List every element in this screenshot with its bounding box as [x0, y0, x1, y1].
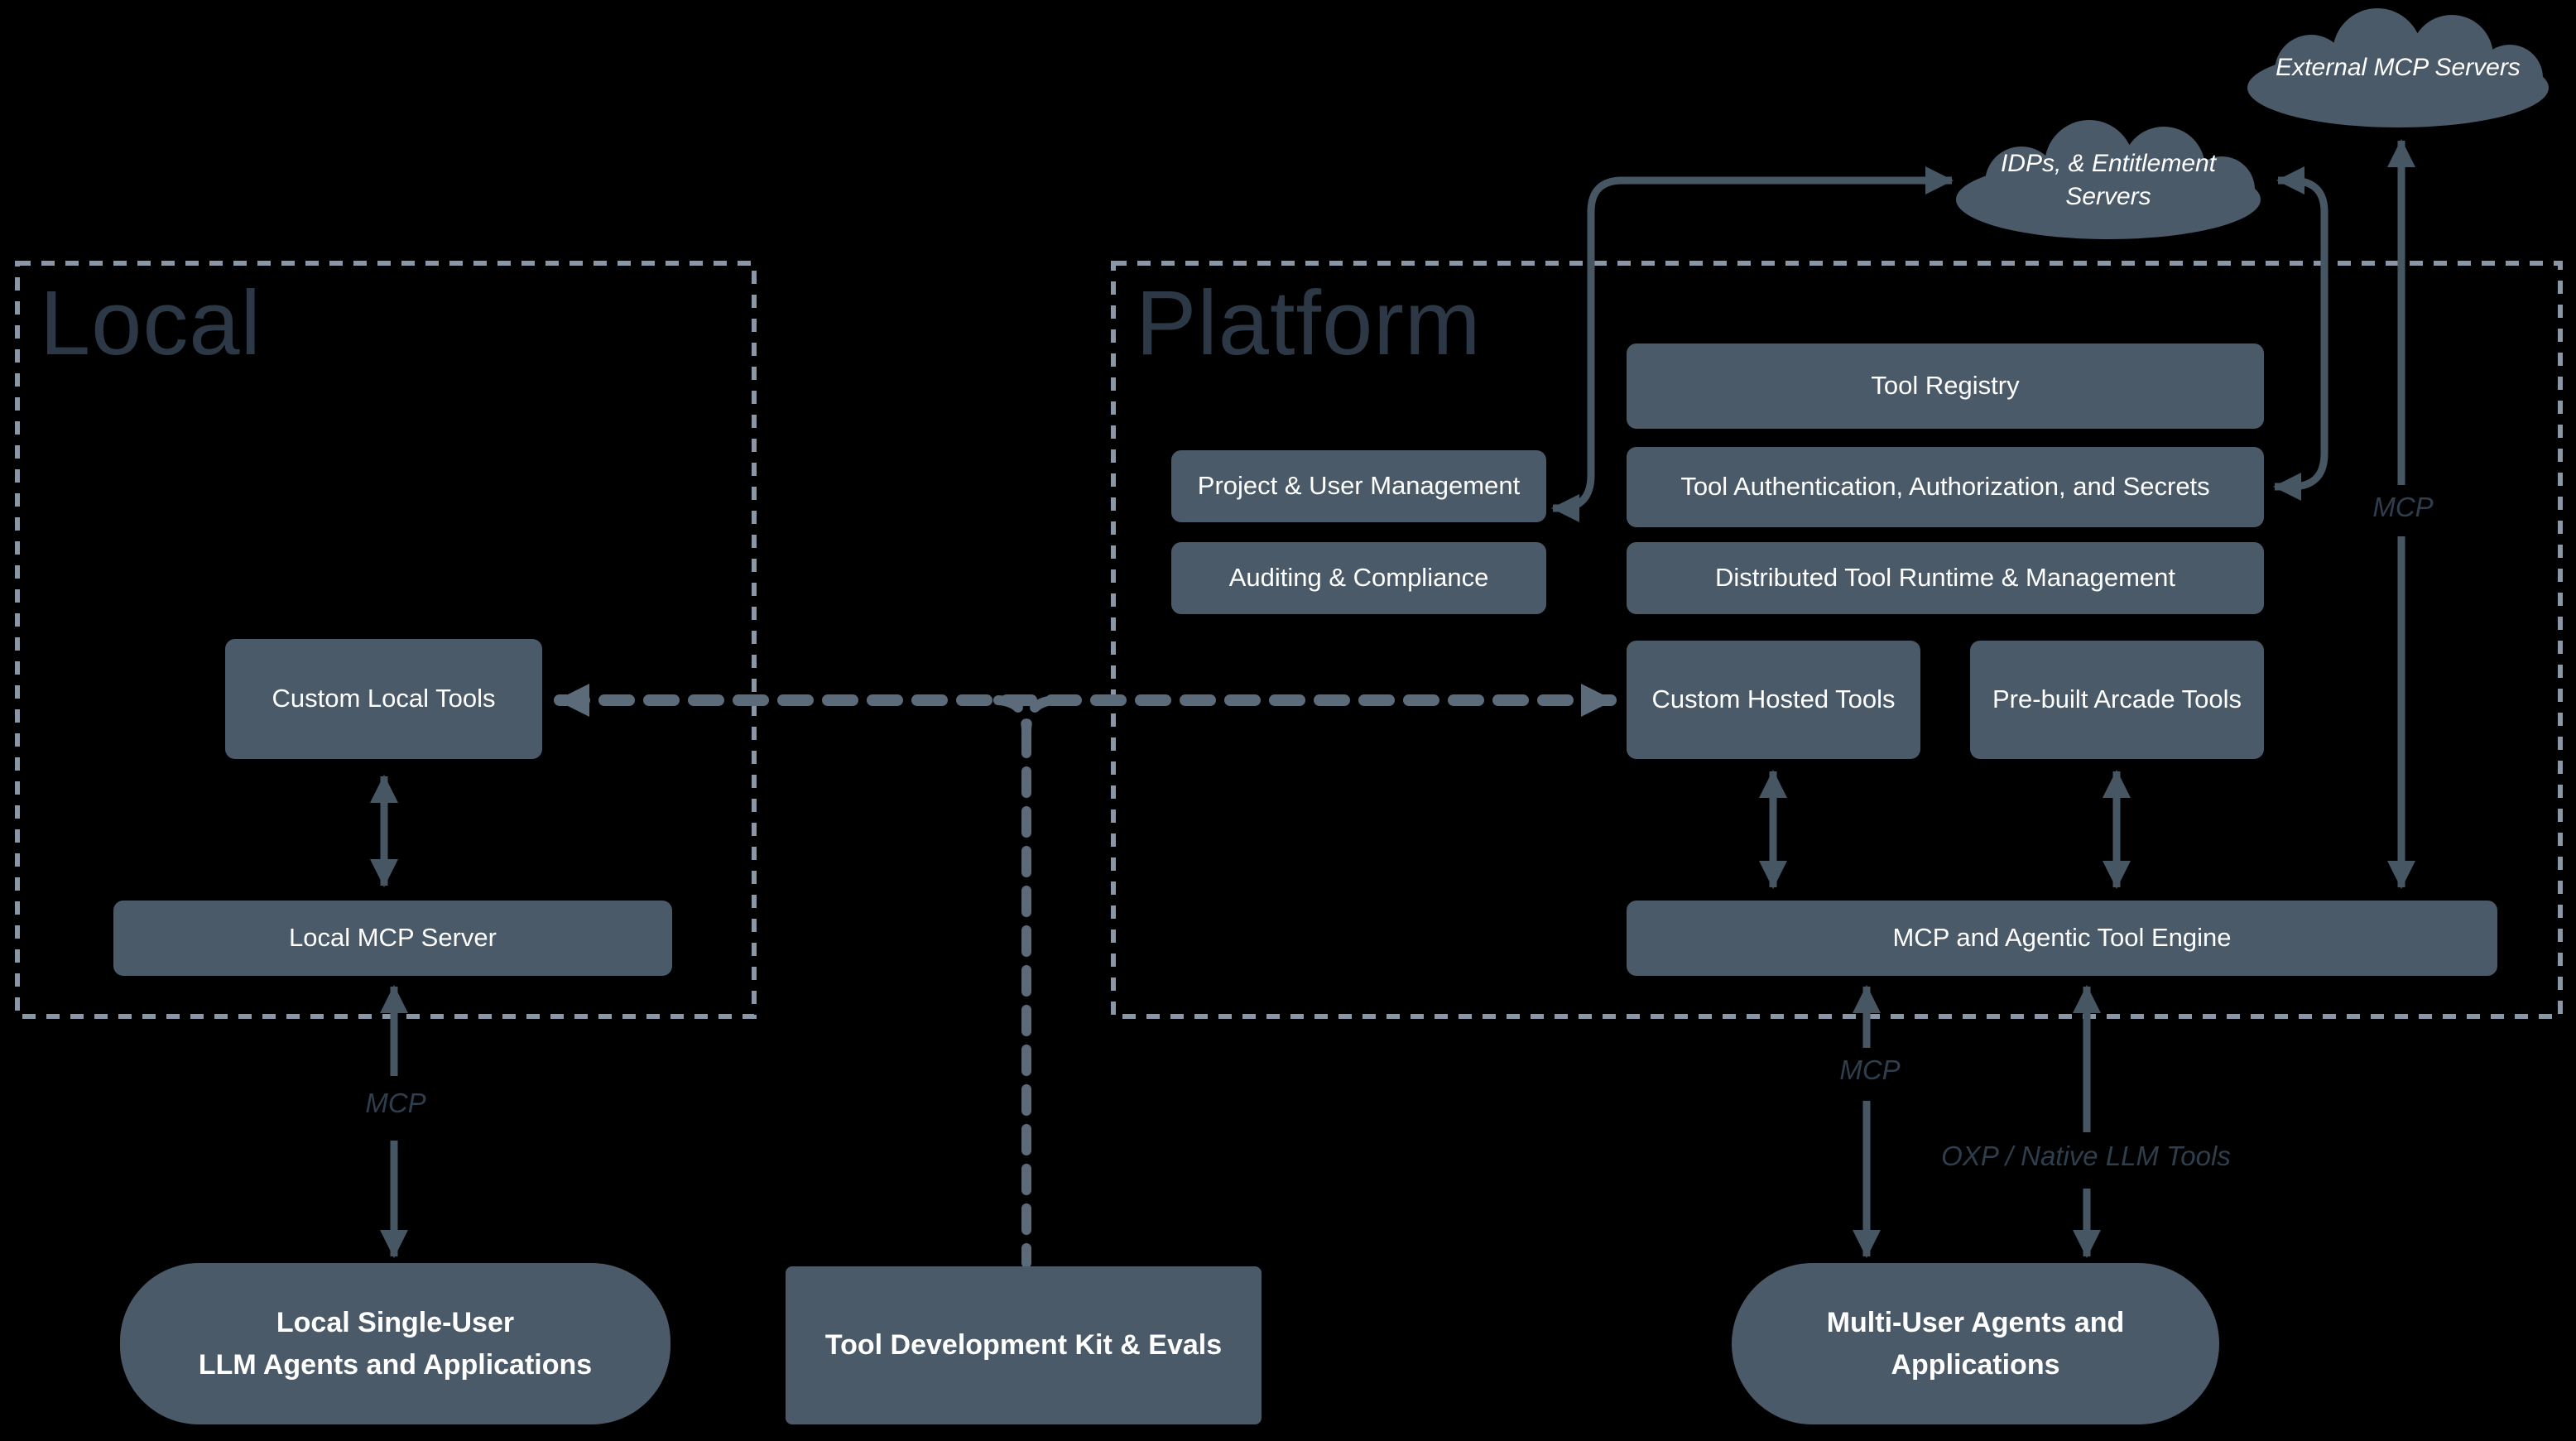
node-multi-user-agents: Multi-User Agents and Applications	[1732, 1263, 2219, 1424]
node-label: MCP and Agentic Tool Engine	[1892, 923, 2232, 953]
node-label: Tool Registry	[1871, 371, 2020, 401]
cloud-shape	[1956, 120, 2261, 239]
external-mcp-servers-cloud: External MCP Servers	[2235, 5, 2561, 131]
edge-label-mcp-engine: MCP	[1839, 1054, 1901, 1085]
external-mcp-servers-label: External MCP Servers	[2276, 53, 2521, 81]
node-label: Auditing & Compliance	[1228, 563, 1489, 593]
connector-toolauth-idps	[2273, 166, 2328, 501]
local-region-border	[15, 261, 757, 1019]
node-label-line2: LLM Agents and Applications	[198, 1348, 593, 1381]
node-distributed-runtime: Distributed Tool Runtime & Management	[1627, 542, 2264, 614]
node-custom-local-tools: Custom Local Tools	[225, 639, 542, 759]
node-local-single-user-agents: Local Single-User LLM Agents and Applica…	[120, 1263, 670, 1424]
node-label: Tool Authentication, Authorization, and …	[1680, 472, 2210, 502]
node-tool-registry: Tool Registry	[1627, 343, 2264, 429]
node-label: Tool Development Kit & Evals	[824, 1329, 1223, 1362]
edge-label-mcp-local: MCP	[365, 1088, 426, 1118]
idps-label-line1: IDPs, & Entitlement	[2000, 149, 2217, 177]
idps-entitlement-cloud: IDPs, & Entitlement Servers	[1944, 118, 2273, 243]
edge-label-mcp-external: MCP	[2372, 492, 2434, 522]
platform-region-title: Platform	[1136, 272, 1482, 374]
node-prebuilt-arcade-tools: Pre-built Arcade Tools	[1970, 641, 2264, 759]
node-label: Pre-built Arcade Tools	[1992, 684, 2242, 714]
node-label: Local MCP Server	[289, 923, 497, 953]
node-custom-hosted-tools: Custom Hosted Tools	[1627, 641, 1920, 759]
edge-label-oxp: OXP / Native LLM Tools	[1941, 1141, 2231, 1171]
node-tool-development-kit: Tool Development Kit & Evals	[786, 1266, 1262, 1424]
node-label-line1: Multi-User Agents and	[1826, 1306, 2125, 1338]
node-label: Project & User Management	[1197, 471, 1521, 501]
node-project-user-management: Project & User Management	[1171, 450, 1546, 522]
node-local-mcp-server: Local MCP Server	[113, 901, 672, 976]
node-tool-authentication: Tool Authentication, Authorization, and …	[1627, 447, 2264, 527]
node-mcp-agentic-tool-engine: MCP and Agentic Tool Engine	[1627, 901, 2497, 976]
dashed-branch-right-curve	[1021, 695, 1060, 737]
node-label: Distributed Tool Runtime & Management	[1715, 563, 2175, 593]
idps-label-line2: Servers	[2065, 183, 2151, 210]
node-label: Custom Hosted Tools	[1651, 684, 1896, 714]
local-region-title: Local	[40, 272, 262, 374]
node-label-line2: Applications	[1891, 1348, 2060, 1381]
connector-projectmgmt-idps	[1551, 166, 1954, 522]
cloud-shape	[2247, 8, 2549, 127]
node-label-line1: Local Single-User	[276, 1306, 515, 1338]
node-label: Custom Local Tools	[272, 684, 496, 713]
node-auditing-compliance: Auditing & Compliance	[1171, 542, 1546, 614]
